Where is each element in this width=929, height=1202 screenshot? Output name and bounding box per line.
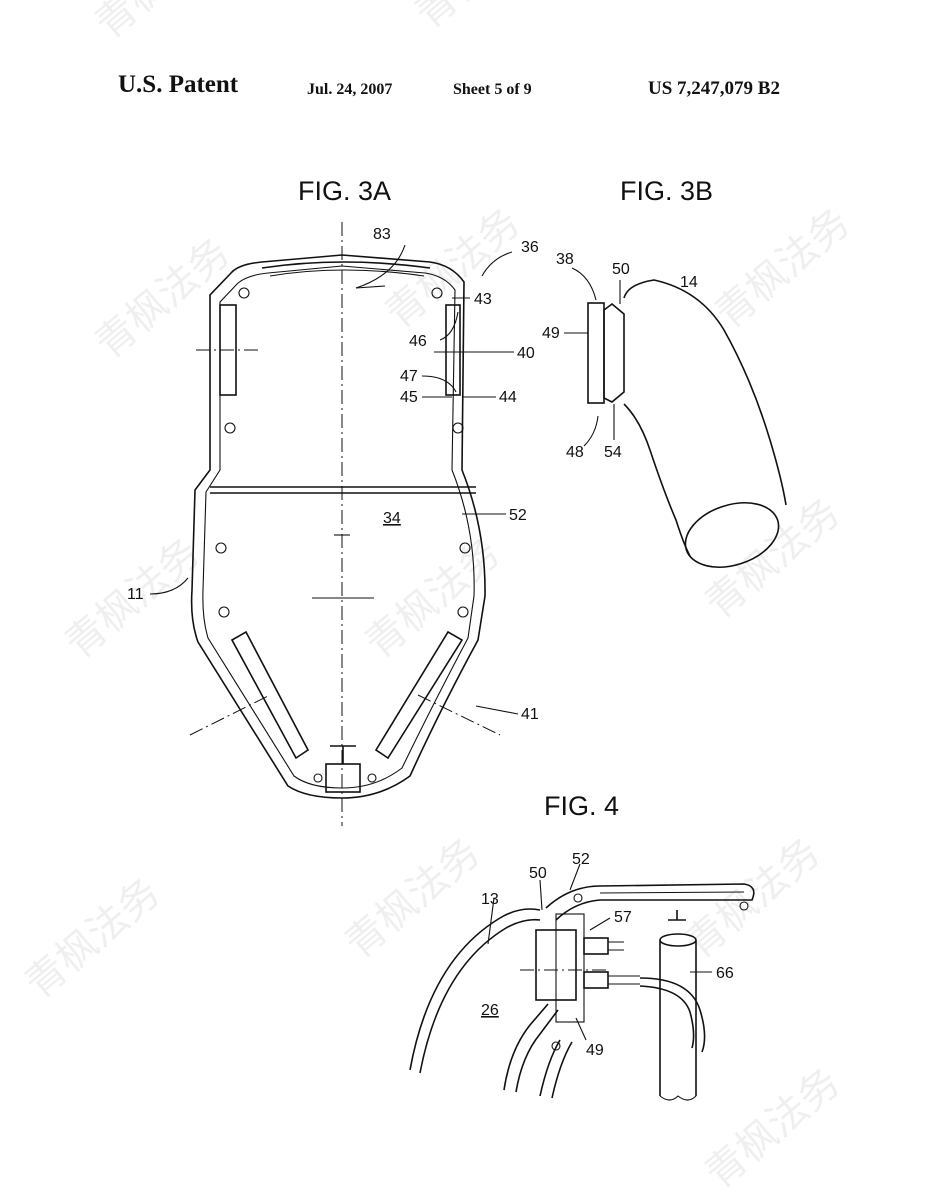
watermark-text: 青枫法务 (87, 230, 239, 368)
label-41: 41 (521, 706, 539, 723)
label-34: 34 (383, 510, 401, 527)
leader-11 (149, 577, 189, 595)
fig4-title: FIG. 4 (544, 791, 619, 821)
label-26: 26 (481, 1002, 499, 1019)
watermark-text: 青枫法务 (697, 490, 849, 628)
label-50: 50 (529, 865, 547, 882)
label-48: 48 (566, 444, 584, 461)
hull-outer (190, 254, 486, 799)
right-upper-panel (445, 304, 461, 396)
label-11: 11 (127, 586, 144, 603)
label-54: 54 (604, 444, 622, 461)
leader-52 (569, 863, 581, 891)
hull-shell (545, 883, 755, 921)
rivet (551, 1041, 561, 1051)
fig3a-title: FIG. 3A (298, 176, 391, 206)
top-bumper (261, 261, 431, 269)
label-49: 49 (586, 1042, 604, 1059)
label-36: 36 (521, 239, 539, 256)
leader-48 (583, 415, 599, 447)
leader-47 (421, 375, 457, 393)
label-38: 38 (556, 251, 574, 268)
watermark-text: 青枫法务 (707, 200, 859, 338)
leader-83 (355, 244, 406, 289)
connector-lower (583, 971, 609, 989)
figure-3b: FIG. 3B 38 50 14 49 48 54 (542, 176, 787, 568)
leader-50 (539, 879, 543, 911)
label-52: 52 (572, 851, 590, 868)
watermark-text: 青枫法务 (357, 530, 509, 668)
seal-54 (603, 302, 625, 403)
watermark-text: 青枫法务 (407, 0, 559, 38)
leader-57 (589, 917, 611, 931)
watermark-text: 青枫法务 (697, 1060, 849, 1198)
label-44: 44 (499, 389, 517, 406)
leader-41 (475, 705, 519, 715)
cable (639, 977, 706, 1053)
connector-upper (583, 937, 609, 955)
label-83: 83 (373, 226, 391, 243)
watermark-text: 青枫法务 (337, 830, 489, 968)
watermark-text: 青枫法务 (87, 0, 239, 48)
hull-shell-inner (599, 891, 745, 894)
leader-13 (487, 897, 495, 945)
leader-49 (575, 1017, 587, 1041)
leader-36 (481, 251, 513, 277)
figure-3a: FIG. 3A (127, 176, 539, 826)
label-13: 13 (481, 891, 499, 908)
right-diag-centerline (417, 694, 501, 736)
bottom-fitting-tee (330, 745, 356, 764)
shell-lower-a (503, 1003, 559, 1093)
label-14: 14 (680, 274, 698, 291)
connector-pins (608, 941, 640, 985)
right-lower-panel (374, 630, 464, 760)
label-49: 49 (542, 325, 560, 342)
tube-end (684, 502, 780, 568)
fitting-plate-49 (555, 913, 585, 1023)
sheet-number: Sheet 5 of 9 (453, 81, 532, 98)
pipe-66-top (659, 933, 697, 947)
liner-13 (409, 908, 541, 1074)
label-66: 66 (716, 965, 734, 982)
top-bumper-inner (269, 269, 425, 277)
rivet (573, 893, 583, 903)
rivets (215, 287, 471, 783)
fig3b-title: FIG. 3B (620, 176, 713, 206)
leader-38 (571, 267, 597, 301)
rivet (739, 901, 749, 911)
watermark-text: 青枫法务 (17, 870, 169, 1008)
cross-bar (210, 486, 476, 494)
figure-4: FIG. 4 52 50 13 57 (409, 791, 755, 1101)
patent-title: U.S. Patent (118, 71, 239, 98)
watermark-text: 青枫法务 (377, 200, 529, 338)
label-57: 57 (614, 909, 632, 926)
left-lower-panel (230, 630, 310, 760)
tube-14 (623, 279, 787, 557)
label-50: 50 (612, 261, 630, 278)
patent-number: US 7,247,079 B2 (648, 78, 780, 99)
shell-lower-b (539, 1039, 573, 1099)
panel-49 (587, 302, 605, 404)
label-52: 52 (509, 507, 527, 524)
pipe-66 (659, 940, 697, 1096)
label-45: 45 (400, 389, 418, 406)
label-46: 46 (409, 333, 427, 350)
pipe-66-break (659, 1095, 697, 1101)
leader-46 (439, 311, 459, 341)
left-diag-centerline (189, 694, 271, 736)
hull-inner (202, 265, 475, 789)
label-43: 43 (474, 291, 492, 308)
label-40: 40 (517, 345, 535, 362)
patent-date: Jul. 24, 2007 (307, 81, 393, 98)
label-47: 47 (400, 368, 418, 385)
leader-83b (355, 285, 386, 289)
pipe-marker (668, 910, 686, 921)
